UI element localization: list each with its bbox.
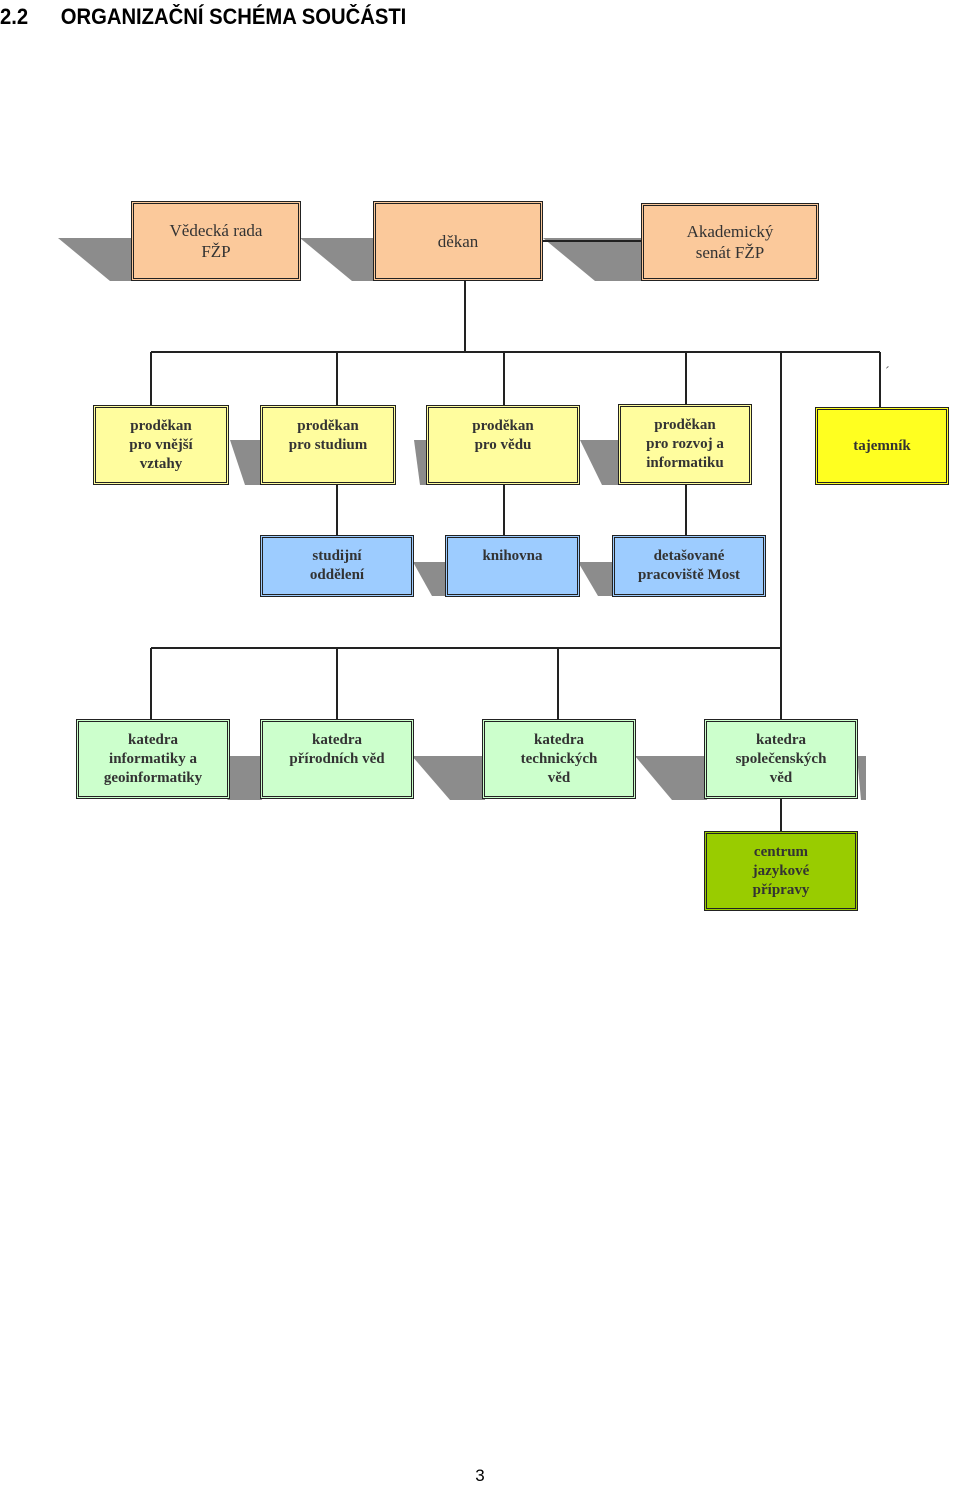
shadow-branch-most [578, 562, 614, 596]
node-label: detašované pracoviště Most [637, 548, 741, 583]
shadow-library [413, 562, 447, 596]
shadow-vd-development [580, 440, 620, 485]
node-scientific-board: Vědecká rada FŽP [131, 201, 301, 281]
connector-lines [150, 240, 881, 832]
node-academic-senate: Akademický senát FŽP [641, 203, 819, 281]
node-vd-science: proděkan pro vědu [426, 405, 580, 485]
node-secretary: tajemník [815, 407, 949, 485]
section-number: 2.2 [0, 4, 29, 29]
node-label: katedra technických věd [520, 732, 598, 786]
shadow-senate [543, 238, 643, 281]
node-label: centrum jazykové přípravy [752, 844, 810, 898]
box-shadows [58, 238, 866, 800]
node-label: tajemník [853, 437, 911, 454]
node-label: katedra společenských věd [735, 732, 827, 786]
node-dept-informatics: katedra informatiky a geoinformatiky [76, 719, 230, 799]
node-label: proděkan pro studium [288, 418, 368, 453]
node-study-office: studijní oddělení [260, 535, 414, 597]
shadow-dept-social [857, 756, 866, 800]
node-label: studijní oddělení [309, 548, 365, 583]
node-dean: děkan [373, 201, 543, 281]
page-number: 3 [475, 1466, 485, 1485]
node-dept-technical: katedra technických věd [482, 719, 636, 799]
node-branch-most: detašované pracoviště Most [612, 535, 766, 597]
node-label: proděkan pro vědu [472, 418, 534, 453]
node-label: katedra informatiky a geoinformatiky [103, 732, 203, 786]
shadow-dept-technical [635, 756, 707, 800]
node-dept-social: katedra společenských věd [704, 719, 858, 799]
node-label: děkan [437, 231, 479, 251]
node-vd-external: proděkan pro vnější vztahy [93, 405, 229, 485]
shadow-vd-science [414, 440, 428, 485]
shadow-scientific-board [58, 238, 133, 281]
shadow-dept-natural [412, 756, 485, 800]
node-label: Akademický senát FŽP [686, 222, 774, 262]
node-library: knihovna [445, 535, 580, 597]
node-label: katedra přírodních věd [289, 732, 385, 767]
org-chart-connectors: ´ [58, 238, 890, 832]
node-label: proděkan pro vnější vztahy [129, 418, 193, 472]
node-label: knihovna [482, 548, 543, 564]
section-heading: 2.2 ORGANIZAČNÍ SCHÉMA SOUČÁSTI [0, 4, 406, 30]
node-label: proděkan pro rozvoj a informatiku [646, 417, 724, 471]
node-vd-study: proděkan pro studium [260, 405, 396, 485]
stray-mark: ´ [885, 365, 890, 380]
section-title: ORGANIZAČNÍ SCHÉMA SOUČÁSTI [60, 4, 407, 29]
node-language-centre: centrum jazykové přípravy [704, 831, 858, 911]
shadow-dean [300, 238, 375, 281]
node-label: Vědecká rada FŽP [169, 221, 263, 261]
shadow-vd-study [230, 440, 262, 485]
node-vd-development: proděkan pro rozvoj a informatiku [618, 404, 752, 485]
node-dept-natural: katedra přírodních věd [260, 719, 414, 799]
